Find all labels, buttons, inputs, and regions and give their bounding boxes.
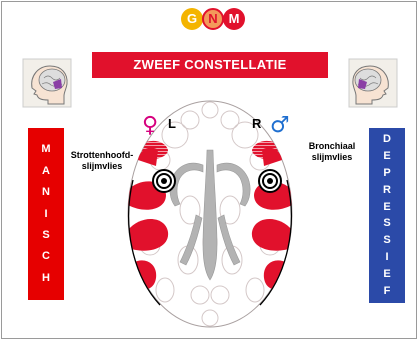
callout-text: Strottenhoofd- slijmvlies <box>71 150 133 171</box>
bronchiaal-callout: Bronchiaal slijmvlies <box>302 141 362 163</box>
female-symbol: ♀ <box>142 113 158 138</box>
hemisphere-left-label: L <box>168 116 176 131</box>
target-ring-icon <box>153 170 175 192</box>
callout-text: Bronchiaal slijmvlies <box>309 141 356 162</box>
target-ring-icon <box>259 170 281 192</box>
male-symbol: ♂ <box>270 113 290 138</box>
hemisphere-right-label: R <box>252 116 261 131</box>
strottenhoofd-callout: Strottenhoofd- slijmvlies <box>64 150 140 172</box>
